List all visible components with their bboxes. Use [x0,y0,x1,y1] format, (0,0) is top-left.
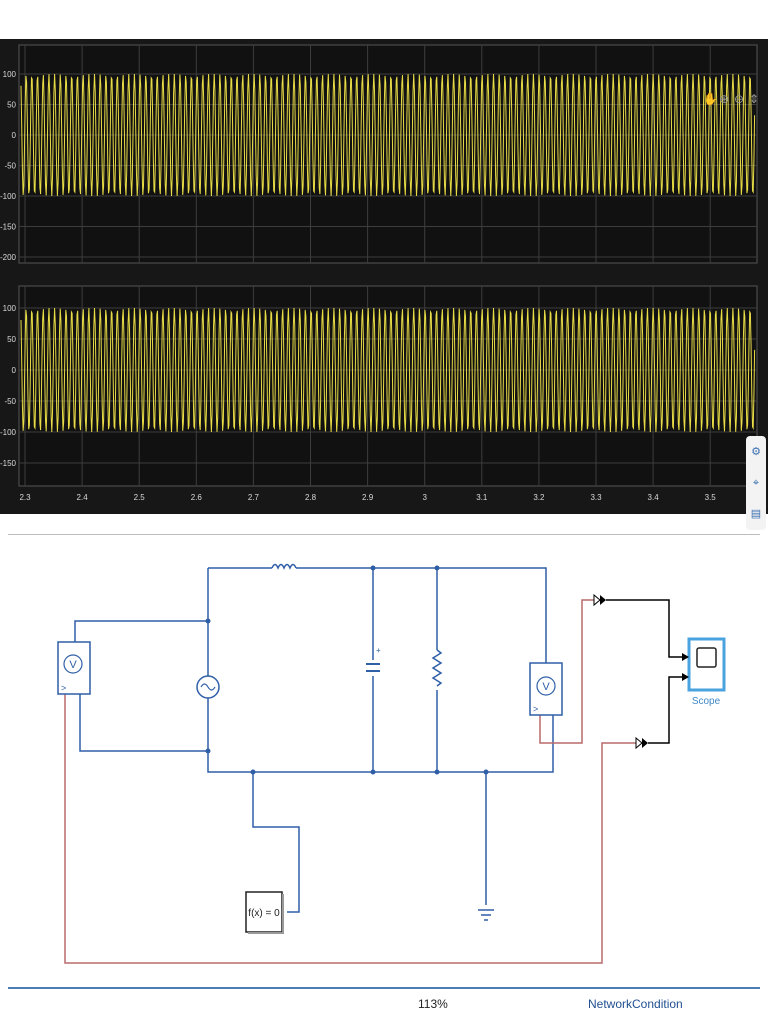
x-tick-label: 2.5 [134,493,146,502]
svg-text:+: + [376,646,381,655]
zoom-axes-icon[interactable]: ⇕ [748,92,760,106]
inductor[interactable] [271,563,297,570]
signal-lines [64,599,636,964]
y-tick-label: 50 [7,101,16,110]
signal-line[interactable] [606,599,688,658]
scope-axes-1[interactable] [18,44,758,264]
y-tick-label: 50 [7,335,16,344]
network-wires [74,567,554,913]
x-tick-label: 2.7 [248,493,260,502]
scope-window: 100 50 0 -50 -100 -150 -200 100 50 0 -50 -100 -150 2.… [0,39,768,530]
resistor[interactable] [431,649,443,687]
scope-label: Scope [692,696,721,707]
scope-plots: 100 50 0 -50 -100 -150 -200 100 50 0 -50 -100 -150 2.… [0,44,758,502]
wire[interactable] [296,567,547,715]
x-tick-label: 3.2 [533,493,545,502]
scope-block[interactable]: Scope [682,637,726,707]
ps-simulink-converter[interactable] [593,593,606,607]
zoom-out-icon[interactable]: ⊖ [733,92,745,106]
x-tick-label: 2.9 [362,493,374,502]
y-tick-label: -50 [4,397,16,406]
wire[interactable] [79,694,208,752]
svg-text:>: > [533,704,538,714]
y-tick-label: 0 [12,131,17,140]
zoom-in-icon[interactable]: ⊕ [718,92,730,106]
y-tick-label: -100 [0,192,17,201]
scope-axes-2[interactable] [18,285,758,487]
solver-configuration-block[interactable]: f(x) = 0 [245,891,284,934]
cursor-measure-icon[interactable]: ⌖ [752,476,760,489]
status-bar: 113% NetworkCondition [8,987,760,1026]
ac-voltage-source[interactable] [196,675,220,699]
y-tick-label: -50 [4,162,16,171]
solver-status[interactable]: NetworkCondition [588,997,683,1011]
y-tick-label: -100 [0,428,17,437]
divider [8,534,760,535]
y-tick-label: -150 [0,459,17,468]
y-tick-label: -200 [0,253,17,262]
x-tick-label: 3.4 [648,493,660,502]
signal-trace-2 [20,307,756,433]
voltage-sensor-left[interactable]: V > [57,641,91,695]
model-canvas: V > + V > f(x) = 0 [57,563,726,964]
ps-simulink-converter[interactable] [635,736,648,750]
wire[interactable] [252,772,300,913]
junctions [205,565,489,775]
svg-text:>: > [61,683,66,693]
x-tick-label: 2.6 [191,493,203,502]
capacitor[interactable]: + [366,646,381,672]
x-tick-label: 3.1 [476,493,488,502]
svg-text:V: V [69,659,77,671]
x-tick-label: 2.8 [305,493,317,502]
signal-line[interactable] [539,599,594,744]
x-tick-label: 2.3 [19,493,31,502]
y-tick-label: -150 [0,223,17,232]
voltage-sensor-right[interactable]: V > [529,662,563,716]
signal-line[interactable] [648,676,688,744]
scope-toolbar: ✋ ⊕ ⊖ ⇕ [703,92,760,106]
y-tick-label: 100 [3,70,17,79]
signal-line[interactable] [64,694,636,964]
x-tick-label: 3.3 [590,493,602,502]
electrical-ground[interactable] [478,909,494,921]
scope-side-panel: ⚙ ⌖ ▤ [746,436,766,530]
svg-text:V: V [542,681,550,693]
zoom-level[interactable]: 113% [418,997,448,1011]
wire[interactable] [207,698,554,773]
wire[interactable] [74,620,208,642]
x-tick-label: 2.4 [77,493,89,502]
table-icon[interactable]: ▤ [750,508,762,521]
solver-label: f(x) = 0 [248,908,280,919]
scope-inputs [606,599,688,744]
y-tick-label: 100 [3,304,17,313]
pan-icon[interactable]: ✋ [703,92,718,106]
y-tick-label: 0 [12,366,17,375]
signal-trace-1 [20,73,756,197]
settings-icon[interactable]: ⚙ [751,445,761,458]
x-tick-label: 3 [422,493,427,502]
x-tick-label: 3.5 [705,493,717,502]
